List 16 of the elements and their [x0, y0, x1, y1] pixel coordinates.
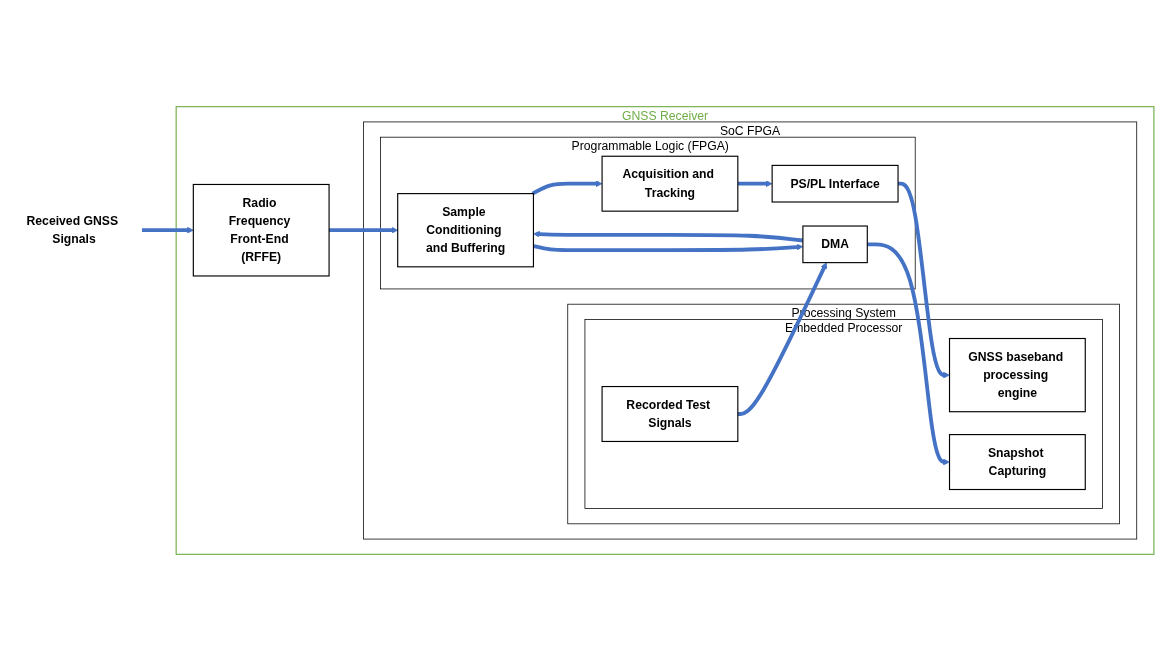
node-box: PS/PL Interface [771, 164, 899, 203]
node-box: GNSS baseband processing engine [948, 337, 1086, 413]
node-box: Radio Frequency Front-End (RFFE) [192, 183, 330, 277]
node-box: DMA [802, 225, 868, 264]
node-box: Sample Conditioning and Buffering [397, 193, 535, 268]
node-box: Snapshot Capturing [948, 434, 1086, 491]
arrow [329, 226, 398, 234]
arrow [141, 226, 194, 234]
arrow [867, 242, 950, 466]
node-box: Acquisition and Tracking [601, 155, 739, 212]
node-text: Received GNSS Signals [26, 214, 119, 246]
node-box: Recorded Test Signals [601, 386, 739, 443]
arrow [737, 180, 773, 188]
arrow [531, 180, 603, 196]
arrow [737, 262, 827, 416]
arrow [898, 181, 950, 379]
